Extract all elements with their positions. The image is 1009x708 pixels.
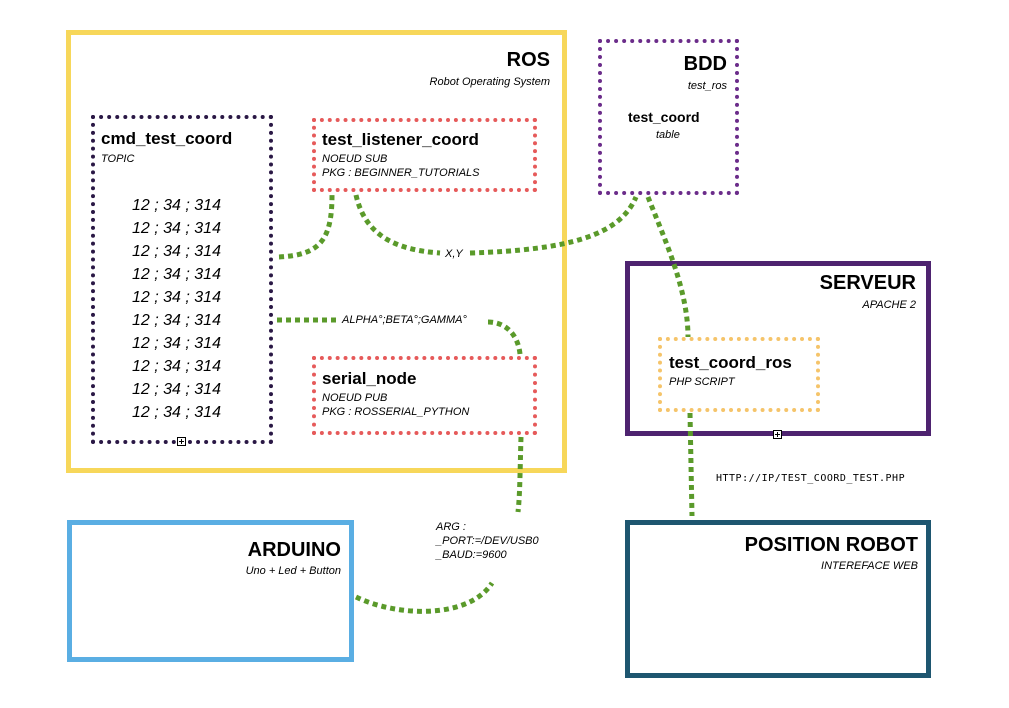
topic-value: 12 ; 34 ; 314 <box>132 243 221 260</box>
serveur-expand-plus-icon[interactable] <box>773 430 782 439</box>
serveur-subtitle: APACHE 2 <box>862 299 916 311</box>
bdd-box[interactable]: BDD test_ros test_coord table <box>598 39 739 195</box>
arduino-subtitle: Uno + Led + Button <box>245 565 341 577</box>
topic-value: 12 ; 34 ; 314 <box>132 381 221 398</box>
ros-subtitle: Robot Operating System <box>429 76 550 88</box>
connector-topic-serial <box>487 319 523 355</box>
bdd-subtitle: test_ros <box>687 80 727 92</box>
connector-serial-arduino <box>515 436 524 513</box>
robot-title: POSITION ROBOT <box>744 534 918 556</box>
topic-box[interactable]: cmd_test_coord TOPIC 12 ; 34 ; 314 12 ; … <box>91 115 273 444</box>
connector-script-robot <box>687 412 695 517</box>
listener-title: test_listener_coord <box>322 130 479 149</box>
args-label: _BAUD:=9600 <box>436 549 507 561</box>
topic-value: 12 ; 34 ; 314 <box>132 289 221 306</box>
connector-serial-arduino <box>354 581 495 614</box>
connector-bdd-script <box>645 196 691 338</box>
angles-label: ALPHA°;BETA°;GAMMA° <box>342 314 467 326</box>
listener-package: PKG : BEGINNER_TUTORIALS <box>322 167 480 179</box>
serial-type: NOEUD PUB <box>322 392 388 404</box>
connector-listener-bdd <box>469 195 639 256</box>
arduino-title: ARDUINO <box>247 539 341 561</box>
topic-value: 12 ; 34 ; 314 <box>132 358 221 375</box>
robot-box[interactable]: POSITION ROBOT INTEREFACE WEB <box>625 520 931 678</box>
http-url-label: HTTP://IP/TEST_COORD_TEST.PHP <box>716 473 906 484</box>
connector-topic-listener <box>278 194 335 260</box>
topic-expand-plus-icon[interactable] <box>177 437 186 446</box>
robot-subtitle: INTEREFACE WEB <box>821 560 918 572</box>
topic-value: 12 ; 34 ; 314 <box>132 197 221 214</box>
topic-title: cmd_test_coord <box>101 129 233 148</box>
topic-value: 12 ; 34 ; 314 <box>132 335 221 352</box>
serveur-title: SERVEUR <box>819 272 916 294</box>
topic-value: 12 ; 34 ; 314 <box>132 312 221 329</box>
xy-label: X,Y <box>445 248 463 260</box>
topic-value: 12 ; 34 ; 314 <box>132 404 221 421</box>
serial-package: PKG : ROSSERIAL_PYTHON <box>322 406 470 418</box>
serial-title: serial_node <box>322 369 417 388</box>
args-label: _PORT:=/DEV/USB0 <box>436 535 539 547</box>
topic-value: 12 ; 34 ; 314 <box>132 266 221 283</box>
bdd-table-label: table <box>656 129 680 141</box>
connector-listener-bdd <box>353 194 441 256</box>
script-subtitle: PHP SCRIPT <box>669 376 735 388</box>
arduino-box[interactable]: ARDUINO Uno + Led + Button <box>67 520 354 662</box>
ros-title: ROS <box>506 49 550 71</box>
topic-value: 12 ; 34 ; 314 <box>132 220 221 237</box>
bdd-title: BDD <box>683 53 727 75</box>
listener-node-box[interactable]: test_listener_coord NOEUD SUB PKG : BEGI… <box>312 118 537 192</box>
bdd-table-name: test_coord <box>628 109 700 125</box>
script-title: test_coord_ros <box>669 353 792 372</box>
args-label: ARG : <box>436 521 466 533</box>
topic-subtitle: TOPIC <box>101 153 135 165</box>
script-box[interactable]: test_coord_ros PHP SCRIPT <box>658 337 820 412</box>
listener-type: NOEUD SUB <box>322 153 388 165</box>
serial-node-box[interactable]: serial_node NOEUD PUB PKG : ROSSERIAL_PY… <box>312 356 537 435</box>
